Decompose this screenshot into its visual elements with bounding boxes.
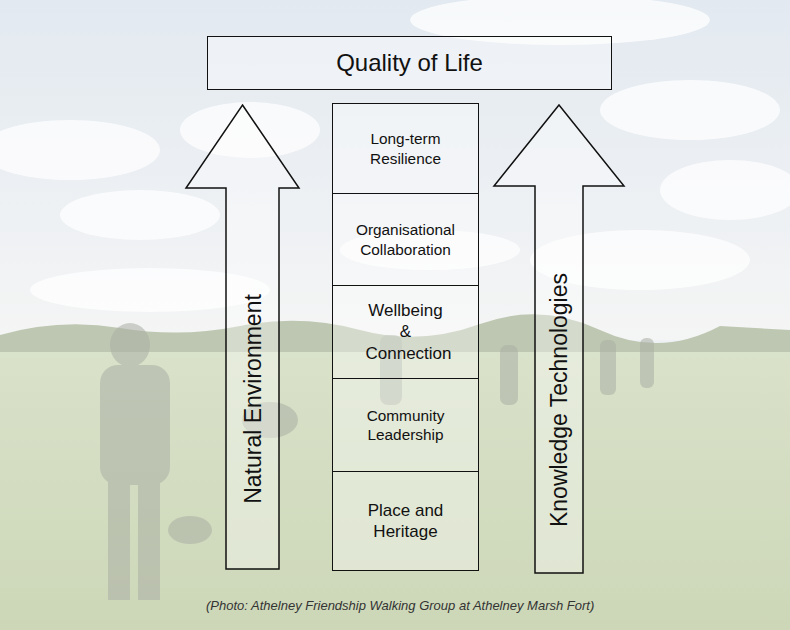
arrow-label: Knowledge Technologies: [546, 273, 573, 527]
box-label: Quality of Life: [336, 48, 483, 78]
arrow-label: Natural Environment: [239, 294, 266, 504]
stack-box: Organisational Collaboration: [332, 193, 479, 286]
box-label: Organisational Collaboration: [333, 220, 478, 258]
photo-caption: (Photo: Athelney Friendship Walking Grou…: [206, 598, 594, 613]
stack-box: Community Leadership: [332, 378, 479, 472]
outcome-box: Quality of Life: [207, 36, 612, 90]
stack-box: Wellbeing & Connection: [332, 285, 479, 379]
box-label: Place and Heritage: [356, 500, 456, 543]
arrow-shape: [186, 105, 299, 569]
up-arrow: Knowledge Technologies: [493, 104, 625, 574]
up-arrow: Natural Environment: [185, 104, 300, 570]
box-label: Community Leadership: [333, 406, 478, 444]
arrow-shape: [494, 105, 624, 573]
box-label: Long-term Resilience: [333, 129, 478, 167]
stack-box: Long-term Resilience: [332, 103, 479, 194]
box-label: Wellbeing & Connection: [366, 300, 446, 364]
stack-box: Place and Heritage: [332, 471, 479, 571]
